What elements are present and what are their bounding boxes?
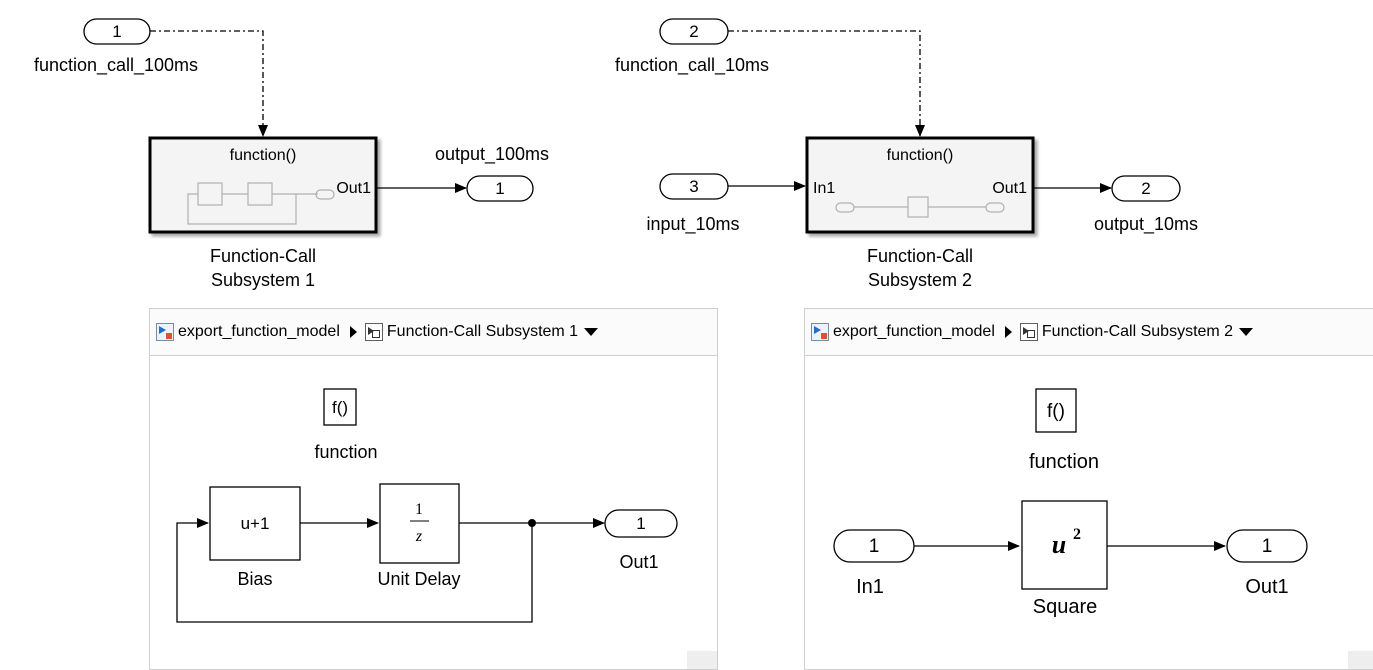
branch-point <box>528 519 536 527</box>
subsystem-icon <box>364 323 383 341</box>
inport-number: 3 <box>689 177 698 196</box>
breadcrumb-separator-icon <box>349 326 357 338</box>
outport-block[interactable]: 1 <box>1226 529 1308 563</box>
unit-delay-label: Unit Delay <box>377 569 460 589</box>
subsystem-name-line1: Function-Call <box>210 246 316 266</box>
breadcrumb-root-label: export_function_model <box>833 323 995 340</box>
subsystem-port-in: In1 <box>813 180 835 197</box>
outport-number: 1 <box>636 514 645 533</box>
subsystem-thumbnail <box>835 196 1005 218</box>
breadcrumb: export_function_model Function-Call Subs… <box>805 309 1373 356</box>
trigger-symbol: f() <box>332 398 348 417</box>
inport-function-call-100ms[interactable]: 1 <box>83 18 151 45</box>
trigger-symbol: f() <box>1047 401 1065 422</box>
scrollbar-corner <box>687 651 717 669</box>
outport-label: Out1 <box>619 552 658 572</box>
breadcrumb-current-label: Function-Call Subsystem 2 <box>1041 323 1234 340</box>
subsystem-icon <box>1019 323 1038 341</box>
outport-output-10ms[interactable]: 2 <box>1111 175 1181 202</box>
delay-numerator: 1 <box>415 501 423 518</box>
outport-number: 1 <box>495 179 504 198</box>
model-icon <box>156 323 174 341</box>
square-label: Square <box>1033 596 1098 618</box>
trigger-label: function <box>314 442 377 462</box>
bias-expression: u+1 <box>241 514 270 533</box>
square-block[interactable]: u 2 <box>1021 500 1108 590</box>
function-call-line-10ms[interactable] <box>728 30 925 137</box>
breadcrumb-root[interactable]: export_function_model <box>156 323 340 341</box>
function-call-line-100ms[interactable] <box>150 30 268 137</box>
outport-output-100ms[interactable]: 1 <box>466 175 534 202</box>
breadcrumb: export_function_model Function-Call Subs… <box>150 309 717 356</box>
trigger-port-block[interactable]: f() <box>323 388 357 426</box>
trigger-port-block[interactable]: f() <box>1035 388 1077 433</box>
subsystem-2-canvas: f() function 1 In1 u 2 Square 1 Out1 <box>833 388 1308 618</box>
outport-block[interactable]: 1 <box>604 509 678 538</box>
outport-label: output_10ms <box>1094 214 1198 235</box>
inport-number: 2 <box>689 22 698 41</box>
top-level-diagram: 1 function_call_100ms 2 function_call_10… <box>34 18 1198 290</box>
subsystem-1-panel: export_function_model Function-Call Subs… <box>149 308 718 670</box>
trigger-label: function <box>1029 451 1099 473</box>
outport-label: output_100ms <box>435 144 549 165</box>
bias-label: Bias <box>237 569 272 589</box>
breadcrumb-dropdown-icon[interactable] <box>584 328 599 336</box>
subsystem-port-out: Out1 <box>336 180 371 197</box>
inport-label: In1 <box>856 576 884 598</box>
breadcrumb-separator-icon <box>1004 326 1012 338</box>
outport-number: 2 <box>1141 179 1150 198</box>
inport-label: function_call_10ms <box>615 55 769 76</box>
scrollbar-corner <box>1348 651 1373 669</box>
breadcrumb-root[interactable]: export_function_model <box>811 323 995 341</box>
outport-number: 1 <box>1262 536 1273 557</box>
subsystem-2-panel: export_function_model Function-Call Subs… <box>804 308 1373 670</box>
square-base: u <box>1052 530 1066 559</box>
square-exponent: 2 <box>1073 526 1081 543</box>
subsystem-name-line1: Function-Call <box>867 246 973 266</box>
subsystem-1-canvas: f() function u+1 Bias 1 z Unit Delay 1 O… <box>176 388 678 623</box>
outport-label: Out1 <box>1245 576 1288 598</box>
subsystem-thumbnail <box>187 182 335 225</box>
breadcrumb-current[interactable]: Function-Call Subsystem 1 <box>364 323 579 341</box>
unit-delay-block[interactable]: 1 z <box>379 483 460 564</box>
subsystem-header: function() <box>887 147 954 164</box>
subsystem-name-line2: Subsystem 2 <box>868 270 972 290</box>
inport-input-10ms[interactable]: 3 <box>659 173 729 200</box>
model-icon <box>811 323 829 341</box>
inport-function-call-10ms[interactable]: 2 <box>659 18 729 45</box>
inport-block[interactable]: 1 <box>833 529 915 563</box>
breadcrumb-current-label: Function-Call Subsystem 1 <box>386 323 579 340</box>
breadcrumb-dropdown-icon[interactable] <box>1239 328 1254 336</box>
inport-number: 1 <box>869 536 880 557</box>
subsystem-header: function() <box>230 147 297 164</box>
breadcrumb-current[interactable]: Function-Call Subsystem 2 <box>1019 323 1234 341</box>
delay-denominator: z <box>415 528 423 545</box>
subsystem-port-out: Out1 <box>992 180 1027 197</box>
subsystem-name-line2: Subsystem 1 <box>211 270 315 290</box>
breadcrumb-root-label: export_function_model <box>178 323 340 340</box>
inport-number: 1 <box>112 22 121 41</box>
bias-block[interactable]: u+1 <box>209 486 301 561</box>
inport-label: function_call_100ms <box>34 55 198 76</box>
function-call-subsystem-1[interactable]: function() Out1 <box>148 136 378 234</box>
function-call-subsystem-2[interactable]: function() In1 Out1 <box>805 136 1035 234</box>
inport-label: input_10ms <box>646 214 739 235</box>
feedback-line[interactable] <box>176 518 533 623</box>
